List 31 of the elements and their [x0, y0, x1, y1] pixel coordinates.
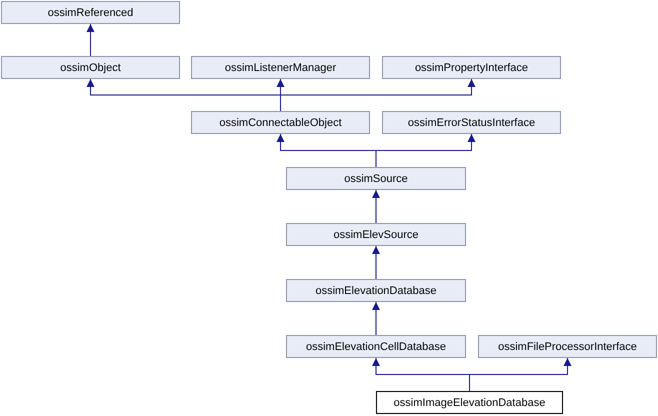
class-name: ossimListenerManager — [224, 62, 336, 74]
class-name: ossimReferenced — [48, 6, 134, 18]
class-box — [286, 167, 466, 190]
class-name: ossimElevSource — [334, 228, 418, 240]
inheritance-arrow — [376, 134, 476, 168]
inheritance-arrow — [469, 358, 572, 392]
inheritance-arrow — [86, 24, 94, 56]
class-name: ossimElevationDatabase — [315, 284, 437, 296]
class-name: ossimSource — [344, 172, 408, 184]
class-box — [1, 1, 180, 24]
inheritance-arrow — [372, 190, 380, 224]
class-name: ossimObject — [60, 62, 121, 74]
class-box — [376, 391, 563, 414]
class-box — [382, 111, 561, 134]
class-box — [286, 279, 466, 302]
class-box — [382, 56, 561, 79]
inheritance-arrow — [280, 78, 476, 112]
class-name: ossimErrorStatusInterface — [408, 116, 536, 128]
class-box — [478, 335, 657, 358]
class-name: ossimElevationCellDatabase — [306, 340, 446, 352]
class-box — [286, 223, 466, 246]
class-name: ossimImageElevationDatabase — [394, 396, 546, 408]
class-name: ossimPropertyInterface — [414, 62, 528, 74]
class-box — [286, 335, 466, 358]
class-name: ossimConnectableObject — [219, 116, 342, 128]
class-box — [1, 56, 180, 79]
inheritance-arrow — [372, 302, 380, 336]
class-name: ossimFileProcessorInterface — [498, 340, 637, 352]
class-box — [191, 111, 370, 134]
inheritance-arrow — [372, 246, 380, 280]
class-box — [191, 56, 370, 79]
